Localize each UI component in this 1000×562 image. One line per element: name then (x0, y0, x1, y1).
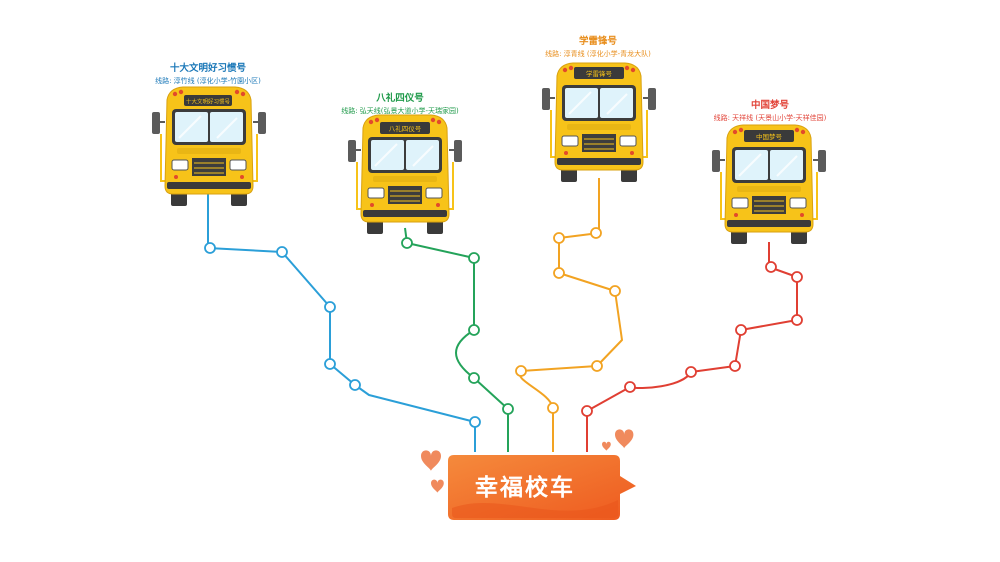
station-node (547, 402, 559, 414)
station-node (468, 324, 480, 336)
route-line-bus3 (518, 178, 623, 452)
station-node (591, 360, 603, 372)
station-node (729, 360, 741, 372)
bus-icon-bus3: 学雷锋号 (541, 62, 657, 183)
heart-icon (421, 450, 441, 471)
bus-label-bus2: 八礼四仪号 线路: 弘天线(弘景大道小学-天瑞家园) (320, 90, 480, 116)
station-node (765, 261, 777, 273)
station-node (581, 405, 593, 417)
bus-label-bus1: 十大文明好习惯号 线路: 淳竹线 (淳化小学-竹園小区) (128, 60, 288, 86)
station-node (276, 246, 288, 258)
station-node (324, 358, 336, 370)
heart-icon (431, 479, 444, 493)
bus-name: 学雷锋号 (578, 36, 617, 47)
heart-icon (615, 429, 634, 449)
station-node (553, 232, 565, 244)
bus-icon-bus1: 十大文明好习惯号 (151, 86, 267, 207)
station-node (401, 237, 413, 249)
station-node (553, 267, 565, 279)
station-node (609, 285, 621, 297)
bus-label-bus4: 中国梦号 线路: 天祥线 (天景山小学-天祥佳园) (690, 97, 850, 123)
bus-name: 八礼四仪号 (376, 93, 424, 104)
station-node (685, 366, 697, 378)
station-node (204, 242, 216, 254)
station-node (469, 416, 481, 428)
bus-name: 中国梦号 (750, 100, 789, 111)
route-line-bus2 (404, 227, 509, 452)
station-node (349, 379, 361, 391)
route-line-bus4 (586, 242, 798, 452)
bus-icon-bus2: 八礼四仪号 (347, 114, 463, 235)
bus-route: 线路: 弘天线(弘景大道小学-天瑞家园) (341, 107, 459, 115)
station-node (791, 271, 803, 283)
bus-route: 线路: 淳竹线 (淳化小学-竹園小区) (155, 77, 261, 85)
station-node (735, 324, 747, 336)
station-node (502, 403, 514, 415)
station-node (468, 372, 480, 384)
station-node (324, 301, 336, 313)
bus-plate-bus3: 学雷锋号 (586, 69, 613, 78)
bus-icon-bus4: 中国梦号 (711, 124, 827, 245)
station-node (590, 227, 602, 239)
bus-name: 十大文明好习惯号 (169, 63, 246, 74)
station-node (791, 314, 803, 326)
bus-plate-bus4: 中国梦号 (756, 132, 783, 141)
station-node (515, 365, 527, 377)
bus-route: 线路: 天祥线 (天景山小学-天祥佳园) (713, 114, 827, 122)
bus-plate-bus2: 八礼四仪号 (389, 124, 422, 133)
station-node (468, 252, 480, 264)
diagram-title: 幸福校车 (475, 475, 575, 501)
heart-icon (602, 441, 611, 451)
bus-route: 线路: 淳青线 (淳化小学-青龙大队) (545, 50, 651, 58)
bus-plate-bus1: 十大文明好习惯号 (186, 98, 231, 106)
station-node (624, 381, 636, 393)
bus-label-bus3: 学雷锋号 线路: 淳青线 (淳化小学-青龙大队) (518, 33, 678, 59)
